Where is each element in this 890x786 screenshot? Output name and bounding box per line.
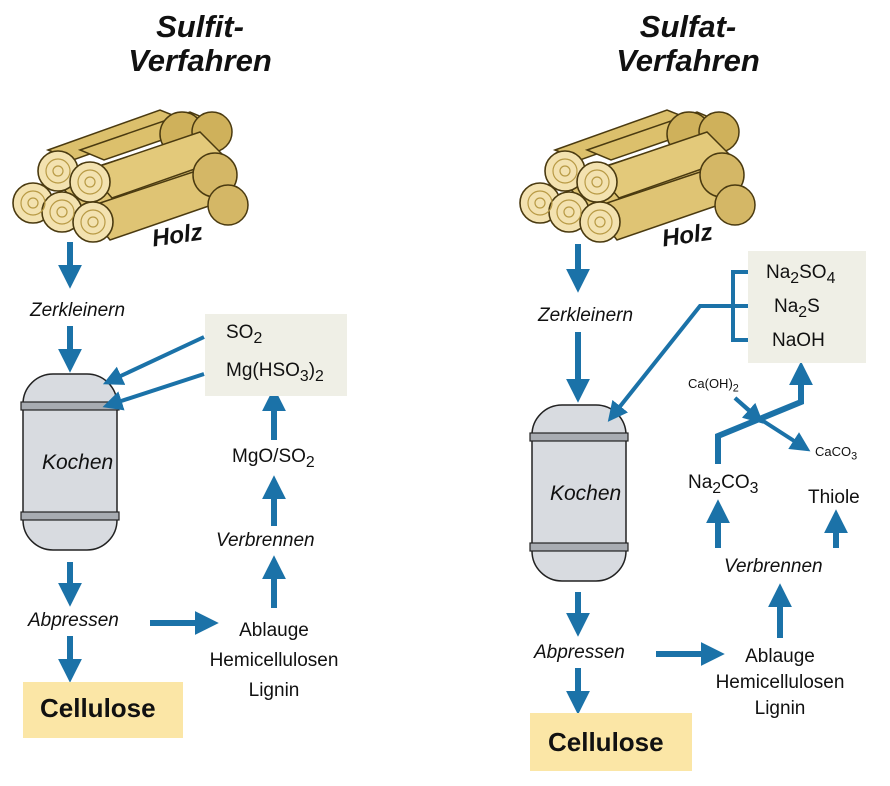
left-vessel [20, 373, 120, 551]
left-reagent-so2: SO2 [226, 322, 263, 347]
right-wood-logs [519, 109, 756, 243]
right-arrow-reagents-to-vessel [607, 304, 733, 422]
right-title: Sulfat-Verfahren [616, 9, 760, 78]
right-step-crush: Zerkleinern [538, 305, 634, 326]
left-wood-logs [12, 109, 249, 243]
right-vessel-label: Kochen [550, 482, 622, 505]
right-liquor: Ablauge Hemicellulosen Lignin [715, 646, 845, 719]
right-step-burn: Verbrennen [724, 556, 823, 577]
left-step-crush: Zerkleinern [30, 300, 126, 321]
right-caco: CaCO3 [815, 444, 858, 463]
right-caoh: Ca(OH)2 [688, 376, 739, 395]
left-arrow-so2-to-vessel [102, 335, 205, 385]
right-product: Cellulose [548, 727, 664, 757]
right-carbonate: Na2CO3 [688, 472, 759, 497]
left-reagent-box [205, 314, 347, 396]
left-arrows [58, 242, 286, 683]
right-vessel [529, 404, 629, 582]
left-vessel-label: Kochen [42, 451, 114, 474]
right-reagent-box [748, 251, 866, 363]
right-cellulose-box [530, 713, 692, 771]
right-thiole: Thiole [808, 487, 860, 508]
left-burn-product: MgO/SO2 [232, 446, 315, 471]
left-step-press: Abpressen [28, 610, 119, 631]
right-reagent-naoh: NaOH [772, 330, 825, 351]
left-reagent-mg: Mg(HSO3)2 [226, 360, 324, 385]
left-step-burn: Verbrennen [216, 530, 315, 551]
left-product: Cellulose [40, 693, 156, 723]
left-liquor: Ablauge Hemicellulosen Lignin [209, 620, 339, 701]
left-cellulose-box [23, 682, 183, 738]
left-title: Sulfit-Verfahren [128, 9, 272, 78]
right-step-press: Abpressen [534, 642, 625, 663]
left-arrow-mg-to-vessel [102, 372, 205, 411]
right-reagent-na2s: Na2S [774, 296, 820, 321]
right-reagent-na2so4: Na2SO4 [766, 262, 836, 287]
